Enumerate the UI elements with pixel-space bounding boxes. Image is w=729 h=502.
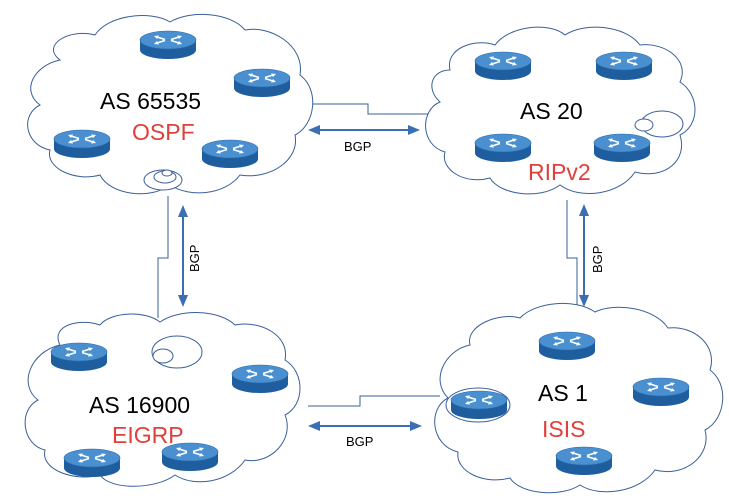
cloud-as-20: AS 20 RIPv2 xyxy=(425,26,696,195)
arrowhead-icon xyxy=(579,295,589,307)
router-icon xyxy=(593,133,651,163)
bgp-label: BGP xyxy=(187,245,202,272)
bgp-arrow-bottom: BGP xyxy=(308,421,422,449)
arrowhead-icon xyxy=(178,205,188,217)
router-icon xyxy=(233,68,291,98)
as-name: AS 16900 xyxy=(89,392,190,418)
arrowhead-icon xyxy=(410,421,422,431)
cloud-bubble xyxy=(161,169,173,177)
bgp-label: BGP xyxy=(590,246,605,273)
router-icon xyxy=(595,51,653,81)
arrowhead-icon xyxy=(178,295,188,307)
cloud-shape xyxy=(434,302,724,494)
bgp-arrow-top: BGP xyxy=(308,125,420,154)
cloud-bubble xyxy=(152,348,174,364)
arrowhead-icon xyxy=(408,125,420,135)
cloud-as-1: AS 1 ISIS xyxy=(434,302,724,494)
router-icon xyxy=(231,364,289,394)
link-as65535-as20 xyxy=(308,103,430,115)
link-as16900-as1 xyxy=(308,395,440,407)
arrowhead-icon xyxy=(579,204,589,216)
bgp-label: BGP xyxy=(346,434,373,449)
as-name: AS 65535 xyxy=(100,88,201,114)
as-name: AS 20 xyxy=(520,98,583,124)
cloud-as-65535: AS 65535 OSPF xyxy=(27,13,314,195)
bgp-label: BGP xyxy=(344,139,371,154)
router-icon xyxy=(555,446,613,476)
bgp-arrow-right: BGP xyxy=(579,204,605,307)
router-icon xyxy=(632,377,690,407)
links-group xyxy=(157,103,578,407)
router-icon xyxy=(450,390,508,420)
cloud-bubble xyxy=(634,118,654,132)
router-icon xyxy=(53,129,111,159)
router-icon xyxy=(139,30,197,60)
link-as65535-as16900 xyxy=(157,196,169,318)
arrowhead-icon xyxy=(308,421,320,431)
cloud-as-16900: AS 16900 EIGRP xyxy=(24,312,301,487)
as-name: AS 1 xyxy=(538,380,588,406)
bgp-arrow-left: BGP xyxy=(178,205,202,307)
link-as20-as1 xyxy=(566,200,578,310)
protocol-label: EIGRP xyxy=(112,422,184,448)
router-icon xyxy=(201,139,259,169)
router-icon xyxy=(474,51,532,81)
router-icon xyxy=(538,331,596,361)
router-icon xyxy=(63,448,121,478)
protocol-label: OSPF xyxy=(132,119,195,145)
router-icon xyxy=(50,342,108,372)
arrowhead-icon xyxy=(308,125,320,135)
protocol-label: ISIS xyxy=(542,416,585,442)
router-icon xyxy=(474,133,532,163)
protocol-label: RIPv2 xyxy=(528,159,591,185)
